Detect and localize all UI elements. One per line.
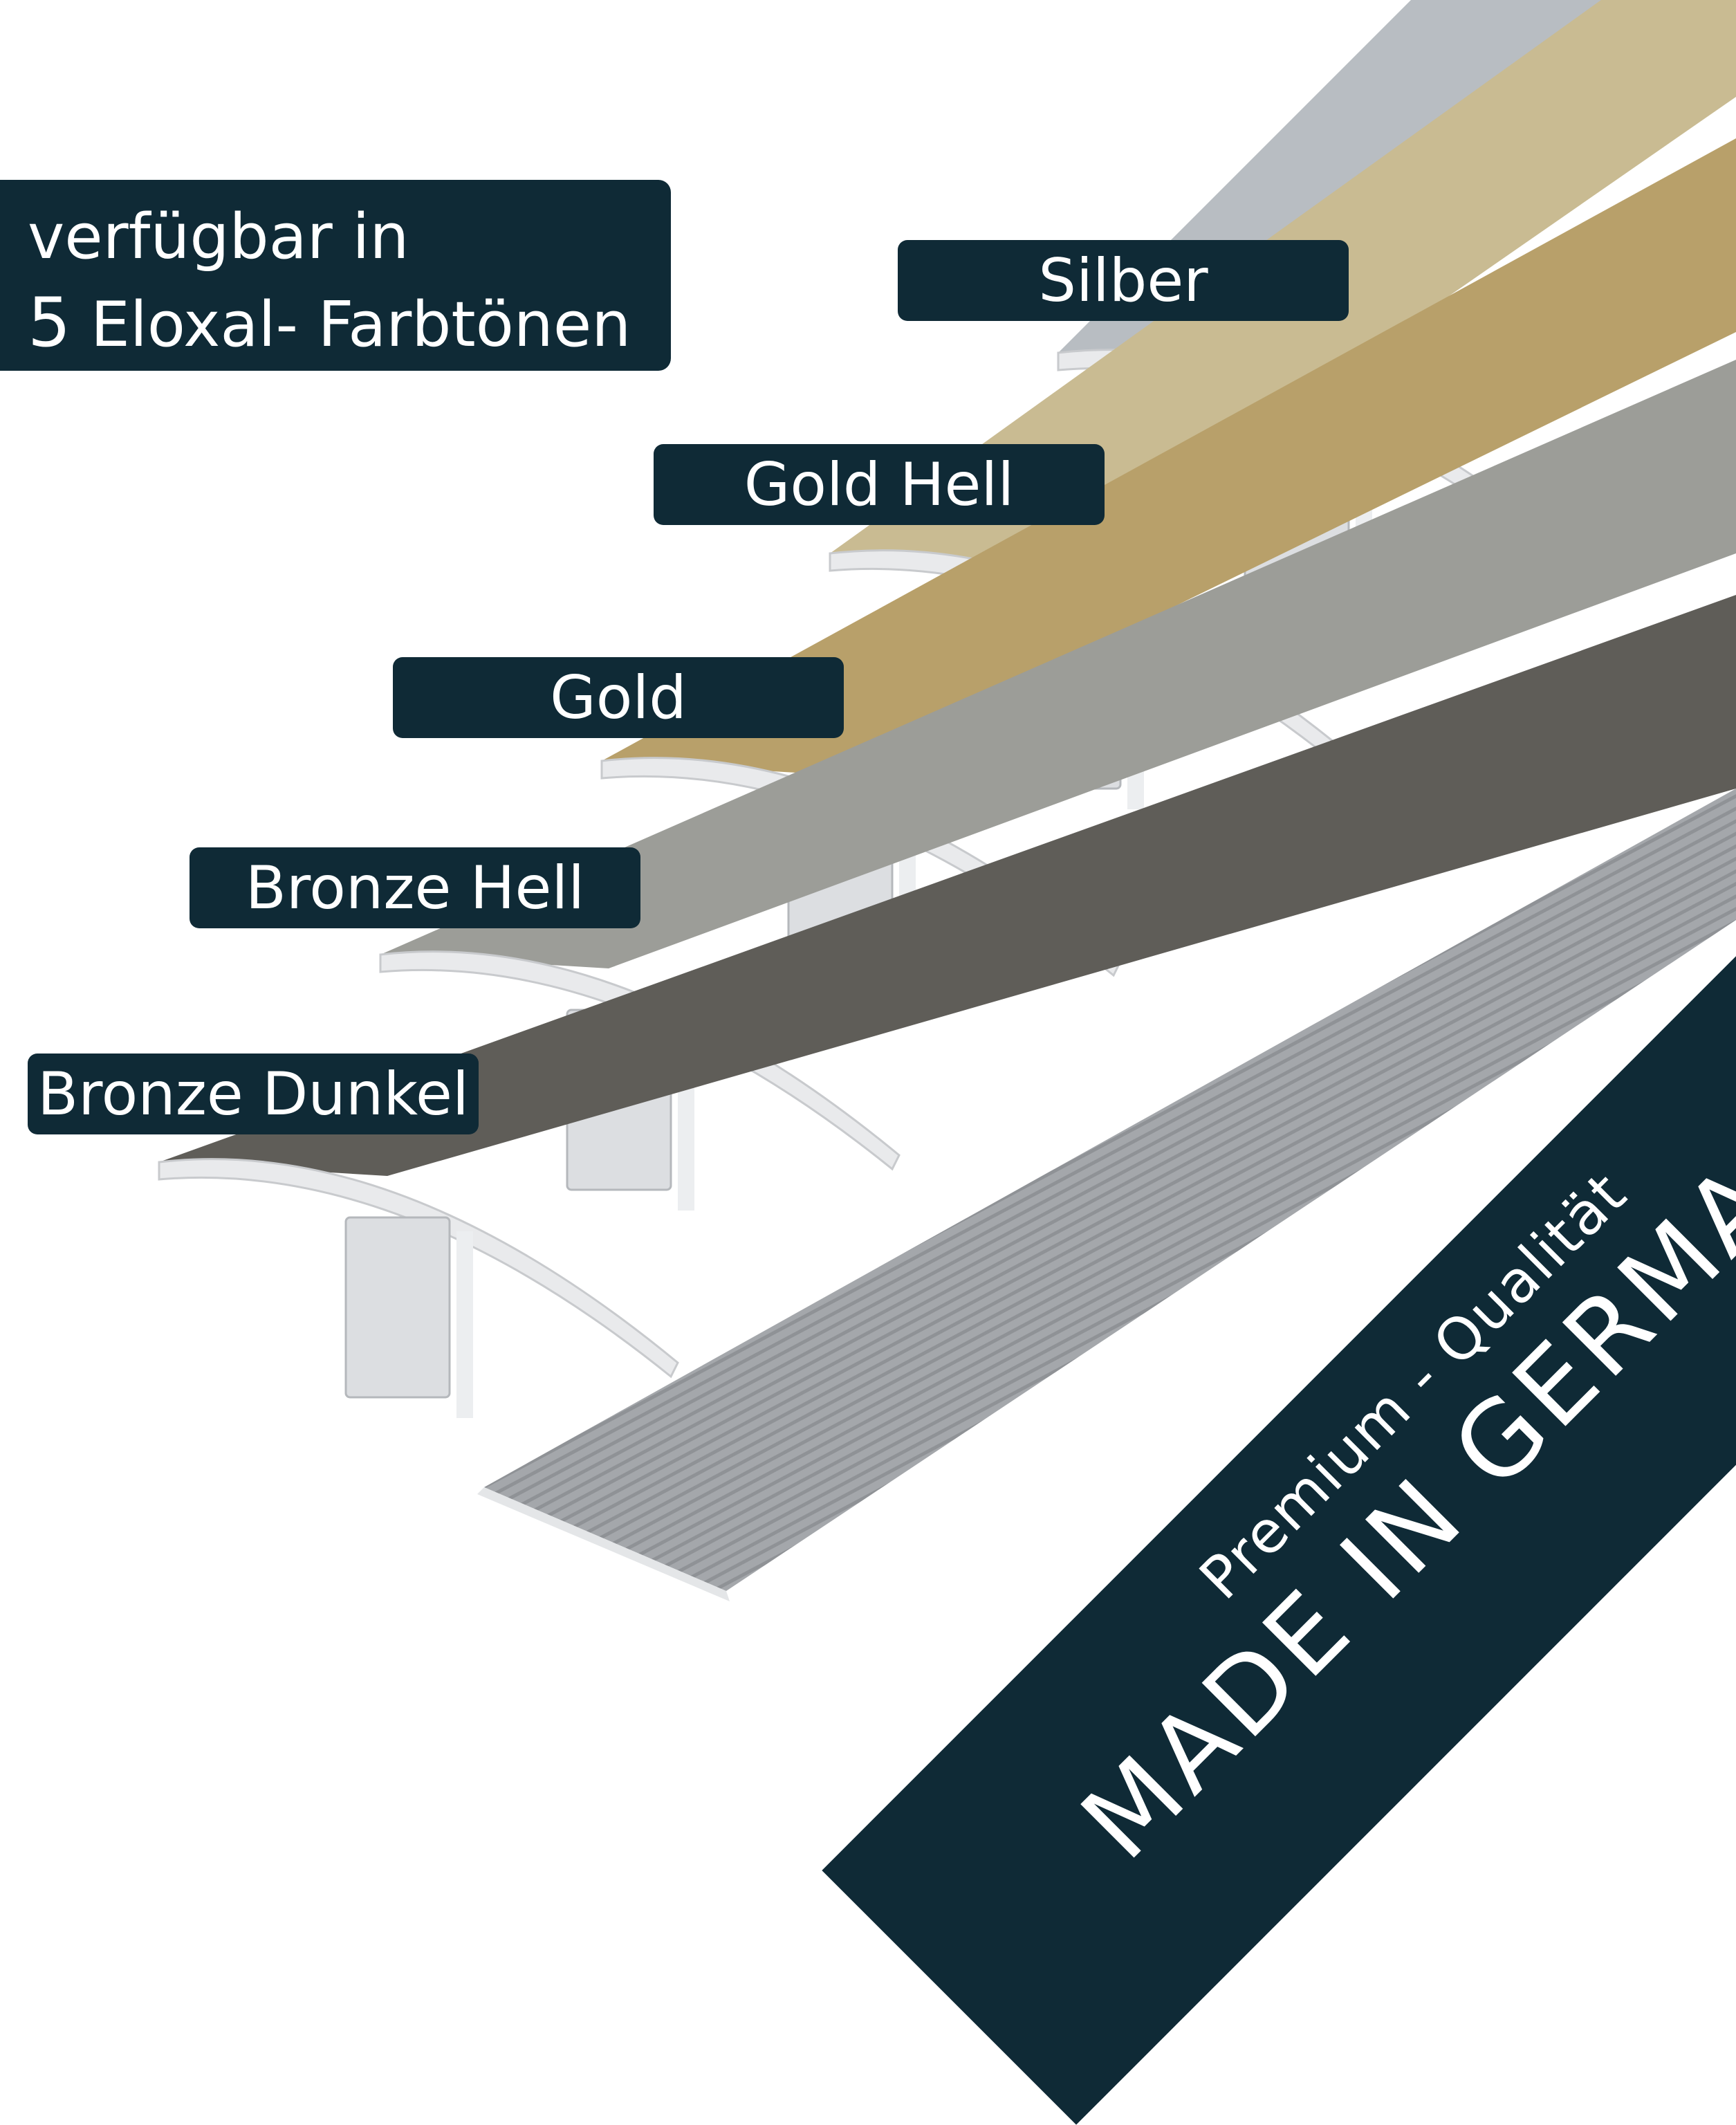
product-scene bbox=[158, 0, 1736, 1601]
profile-bronze-dunkel bbox=[158, 595, 1736, 1418]
profile-stem-blade bbox=[456, 1231, 473, 1418]
color-count: 5 bbox=[28, 284, 71, 362]
label-gold: Gold bbox=[393, 657, 844, 738]
intro-box: verfügbar in 5 Eloxal- Farbtönen bbox=[0, 180, 671, 371]
label-silber: Silber bbox=[898, 240, 1349, 321]
base-profile bbox=[484, 789, 1736, 1591]
profile-cap bbox=[158, 1158, 679, 1379]
base-profile-edge bbox=[477, 1487, 730, 1601]
intro-line-2: 5 Eloxal- Farbtönen bbox=[28, 280, 671, 368]
profile-surface bbox=[159, 595, 1736, 1176]
label-bronze-dunkel: Bronze Dunkel bbox=[28, 1054, 479, 1134]
intro-line-2-text: Eloxal- Farbtönen bbox=[90, 288, 631, 361]
profile-surface bbox=[602, 138, 1736, 775]
label-bronze-hell: Bronze Hell bbox=[190, 847, 640, 928]
profiles-illustration bbox=[158, 0, 1736, 1601]
intro-line-1: verfügbar in bbox=[28, 201, 409, 273]
profile-stem bbox=[344, 1216, 451, 1399]
profile-surface bbox=[380, 360, 1736, 968]
label-gold-hell: Gold Hell bbox=[654, 444, 1105, 525]
